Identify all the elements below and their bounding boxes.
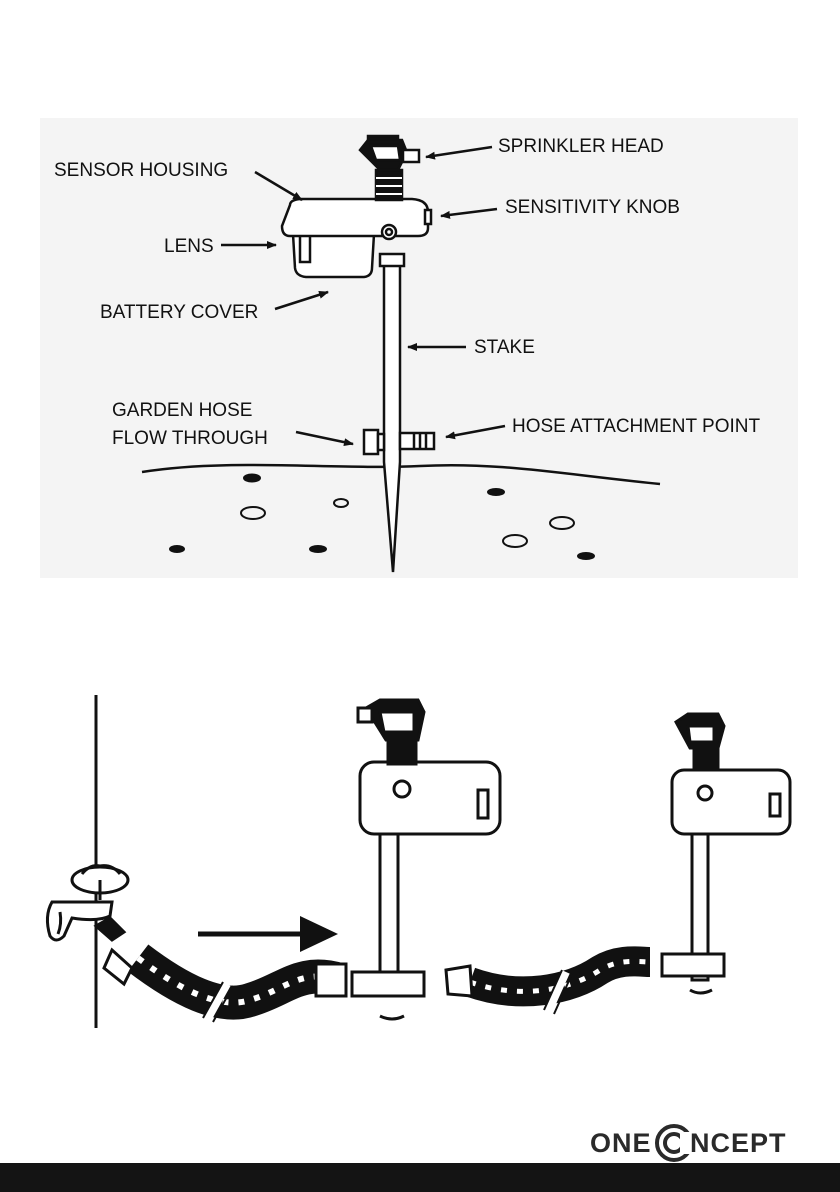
connection-illustration bbox=[47, 695, 790, 1028]
logo-text-right: NCEPT bbox=[690, 1128, 787, 1158]
hose-attachment-point bbox=[400, 433, 434, 449]
logo-text-left: ONE bbox=[590, 1128, 652, 1158]
hose-segment-left bbox=[104, 950, 346, 1022]
direction-arrow-head bbox=[300, 916, 338, 952]
label-hose-attachment-point: HOSE ATTACHMENT POINT bbox=[512, 416, 760, 437]
label-sensitivity-knob: SENSITIVITY KNOB bbox=[505, 197, 680, 218]
faucet-icon bbox=[47, 866, 128, 940]
label-lens: LENS bbox=[164, 236, 214, 257]
footer-bar bbox=[0, 1163, 840, 1192]
brand-logo: ONE NCEPT bbox=[590, 1126, 787, 1160]
label-garden-hose-line2: FLOW THROUGH bbox=[112, 428, 268, 449]
sprinkler-unit-2 bbox=[662, 714, 790, 993]
label-sprinkler-head: SPRINKLER HEAD bbox=[498, 136, 664, 157]
label-sensor-housing: SENSOR HOUSING bbox=[54, 160, 228, 181]
garden-hose-flow-through bbox=[364, 430, 384, 454]
sprinkler-parts-diagram: SPRINKLER HEAD SENSOR HOUSING SENSITIVIT… bbox=[40, 118, 798, 578]
hose-segment-right bbox=[446, 961, 650, 1014]
label-battery-cover: BATTERY COVER bbox=[100, 302, 258, 323]
label-garden-hose-line1: GARDEN HOSE bbox=[112, 400, 252, 421]
label-stake: STAKE bbox=[474, 337, 535, 358]
